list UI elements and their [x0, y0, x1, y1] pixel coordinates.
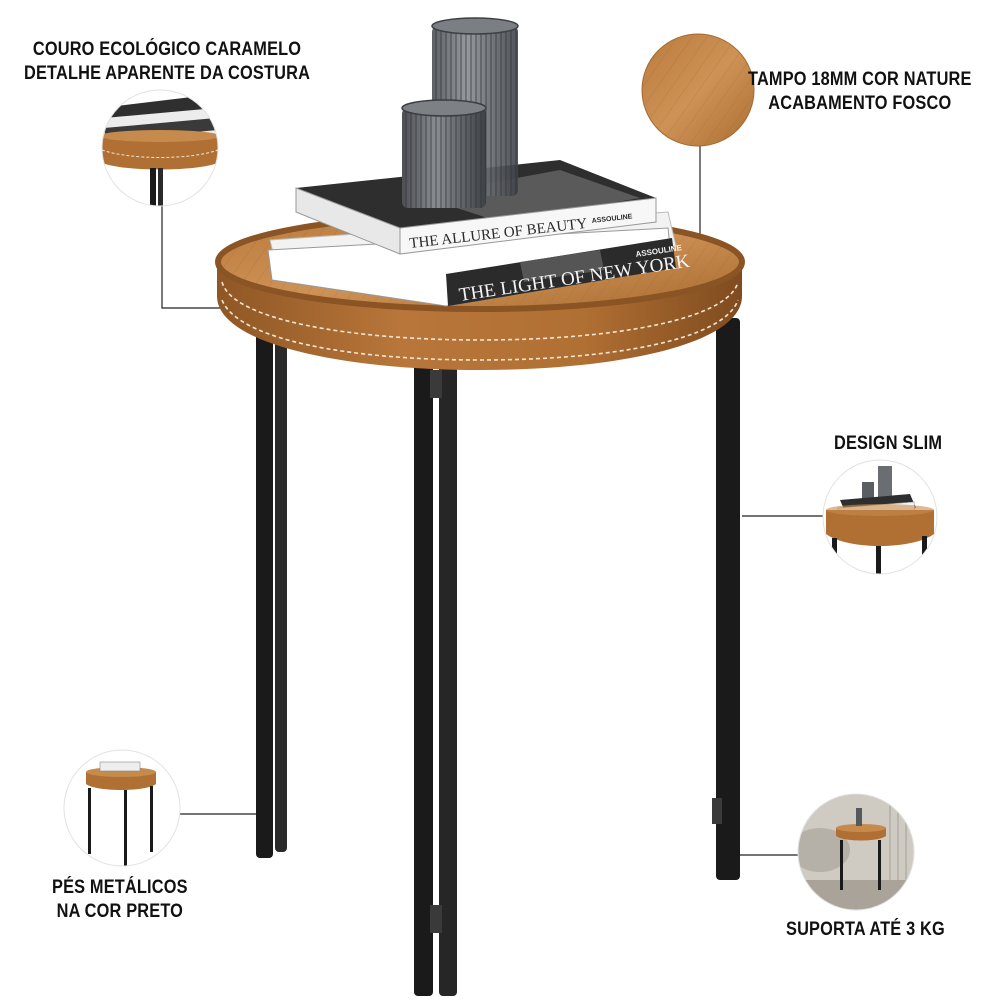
vase-short: [401, 99, 487, 208]
leader-leather: [161, 205, 222, 309]
leader-lines: [161, 146, 823, 856]
label-metal-feet: PÉS METÁLICOS NA COR PRETO: [52, 876, 188, 924]
label-leather-detail: COURO ECOLÓGICO CARAMELO DETALHE APARENT…: [24, 38, 310, 86]
label-weight-capacity: SUPORTA ATÉ 3 KG: [786, 918, 945, 942]
label-top-line2: ACABAMENTO FOSCO: [768, 93, 952, 114]
tray-stitch-lower: [221, 299, 739, 361]
thumbnail-room-scene: [797, 793, 915, 911]
label-leather-line1: COURO ECOLÓGICO CARAMELO: [32, 39, 302, 60]
thumbnail-leather-detail: [101, 89, 219, 207]
thumbnail-slim-design: [822, 459, 938, 575]
thumbnail-wood-top: [641, 33, 755, 147]
tray-stitch-upper: [221, 281, 739, 341]
label-slim-design: DESIGN SLIM: [834, 432, 942, 456]
label-weight-line1: SUPORTA ATÉ 3 KG: [786, 919, 945, 940]
leg-back-left-2: [275, 330, 287, 852]
table-legs: [256, 318, 740, 996]
thumbnail-metal-feet: [63, 749, 181, 867]
label-top-line1: TAMPO 18MM COR NATURE: [748, 69, 972, 90]
leg-front-2: [439, 330, 457, 996]
leg-back-left: [256, 330, 273, 858]
label-feet-line2: NA COR PRETO: [56, 901, 184, 922]
leg-front: [414, 330, 433, 996]
label-leather-line2: DETALHE APARENTE DA COSTURA: [24, 63, 311, 84]
leg-right: [716, 318, 740, 880]
label-feet-line1: PÉS METÁLICOS: [52, 877, 188, 898]
label-wood-top: TAMPO 18MM COR NATURE ACABAMENTO FOSCO: [748, 68, 972, 116]
book-top-publisher: ASSOULINE: [591, 213, 633, 225]
label-slim-line1: DESIGN SLIM: [834, 433, 943, 454]
